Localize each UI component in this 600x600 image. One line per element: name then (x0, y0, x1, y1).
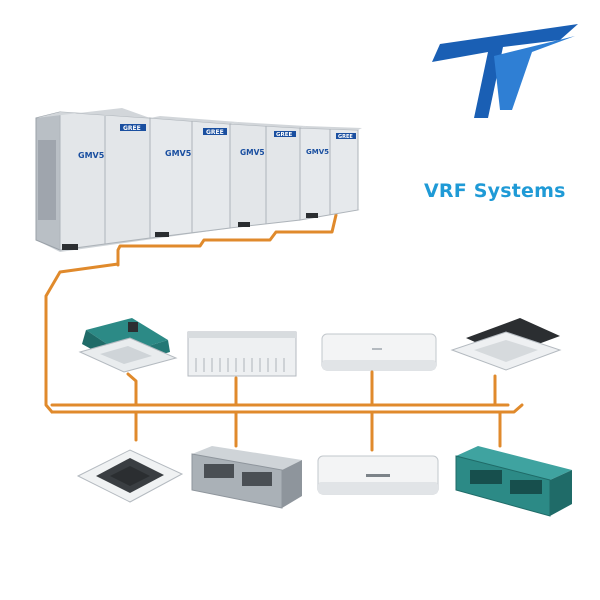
indoor-unit-cassette-white (76, 449, 184, 503)
indoor-unit-cassette-dark (450, 318, 562, 371)
indoor-unit-ducted-grey (191, 446, 302, 509)
indoor-unit-ducted-teal (455, 446, 572, 517)
outdoor-unit-1 (35, 108, 151, 251)
refrigerant-pipes (44, 213, 524, 452)
main-riser-pipe (44, 262, 120, 414)
branch-1-up (126, 372, 138, 407)
outdoor-unit-2 (149, 116, 238, 239)
indoor-unit-cassette-teal (78, 318, 178, 373)
diagram-caption: VRF Systems (424, 180, 566, 202)
outdoor-manifold-pipe (116, 213, 338, 267)
outdoor-unit-4-brand: GREE (338, 134, 353, 140)
indoor-unit-wall-mounted-2 (317, 455, 439, 495)
lower-distribution-pipe (50, 403, 524, 414)
indoor-unit-ceiling-floor (187, 331, 297, 377)
company-logo (432, 24, 578, 118)
outdoor-unit-3 (229, 122, 306, 229)
outdoor-unit-1-model: GMV5 (78, 151, 105, 160)
indoor-unit-wall-mounted-1 (321, 333, 437, 371)
outdoor-unit-3-brand: GREE (276, 132, 293, 138)
outdoor-unit-2-brand: GREE (206, 129, 224, 136)
outdoor-unit-1-brand: GREE (123, 125, 141, 132)
outdoor-unit-2-model: GMV5 (165, 149, 192, 158)
outdoor-units: GREE GMV5 GREE GMV5 GREE GMV5 GREE GMV5 (35, 108, 362, 252)
outdoor-unit-3-model: GMV5 (240, 148, 265, 157)
outdoor-unit-4-model: GMV5 (306, 148, 329, 156)
outdoor-unit-4 (299, 126, 362, 221)
